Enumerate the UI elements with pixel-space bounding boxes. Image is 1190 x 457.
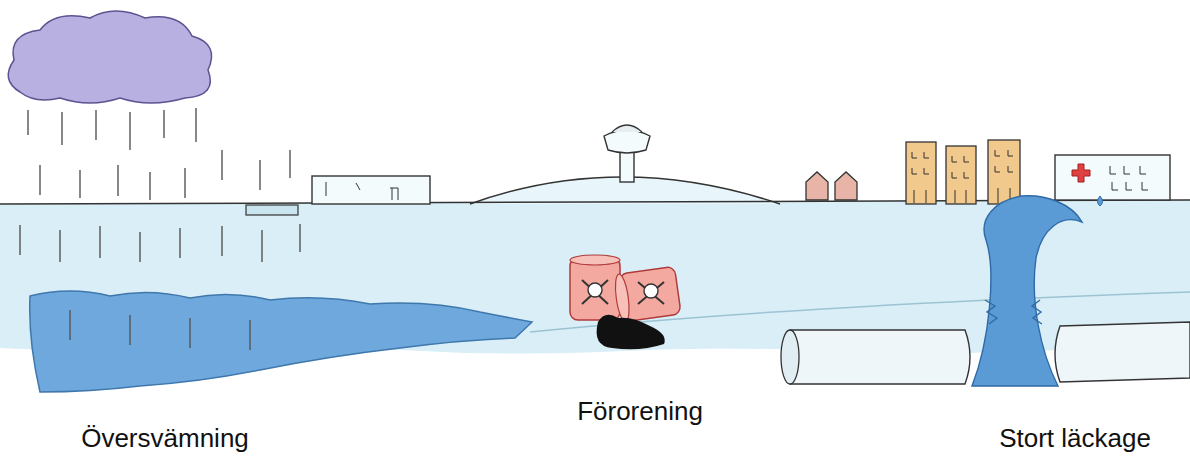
hospital bbox=[1055, 155, 1170, 200]
hazard-label: Översvämning bbox=[81, 423, 249, 453]
toxic-barrels bbox=[570, 255, 681, 349]
hazard-label: Förorening bbox=[577, 396, 703, 426]
oil-spill bbox=[597, 315, 665, 350]
rain bbox=[20, 108, 300, 350]
water-leak-jet bbox=[972, 196, 1103, 386]
apartment-buildings bbox=[906, 140, 1020, 204]
flood-water bbox=[30, 291, 532, 392]
water-tower bbox=[604, 125, 650, 182]
houses bbox=[806, 172, 857, 200]
school-building bbox=[312, 176, 430, 204]
rain-cloud bbox=[8, 11, 211, 103]
pool bbox=[246, 205, 298, 215]
hazard-label: Stort läckage bbox=[999, 423, 1151, 453]
